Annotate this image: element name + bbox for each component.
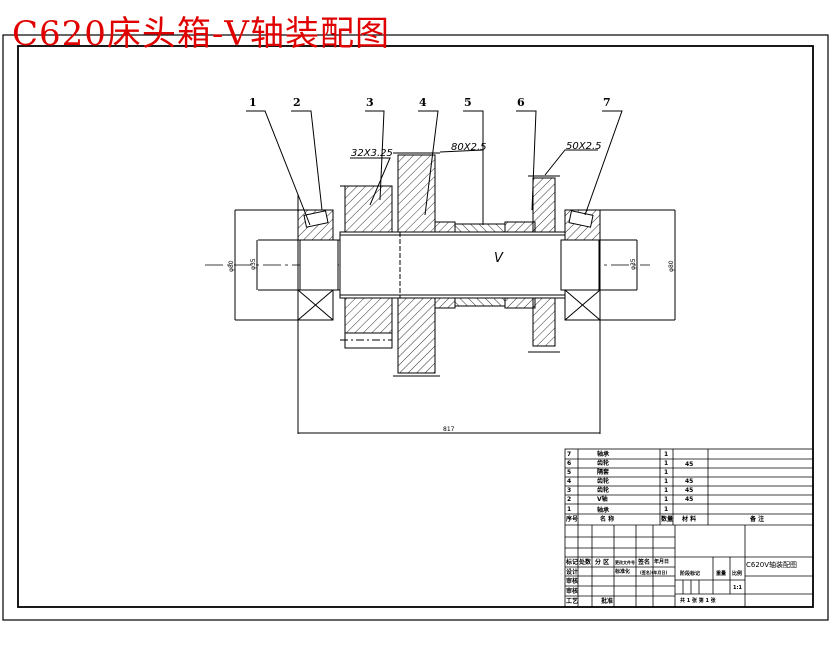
label-date: 年月日 bbox=[654, 559, 670, 565]
label-count: 处数 bbox=[579, 559, 592, 566]
label-approve: 批准 bbox=[601, 598, 614, 605]
part-row-5-no: 5 bbox=[567, 469, 572, 476]
part-row-4-material: 45 bbox=[685, 478, 694, 485]
shaft bbox=[339, 231, 566, 299]
label-weight: 重量 bbox=[716, 571, 727, 577]
part-row-7-no: 7 bbox=[567, 451, 572, 458]
dim-left-inner: φ35 bbox=[250, 258, 257, 270]
gear-6-top bbox=[532, 177, 556, 233]
label-mark: 标记 bbox=[566, 559, 579, 566]
gear-6-spec: 50X2.5 bbox=[566, 141, 601, 152]
label-check: 审核 bbox=[566, 578, 579, 585]
scale-value: 1:1 bbox=[733, 585, 742, 591]
label-standard: 标准化 bbox=[615, 569, 631, 575]
part-row-3-name: 齿轮 bbox=[597, 487, 610, 494]
part-row-2-qty: 1 bbox=[664, 496, 669, 503]
part-row-3-no: 3 bbox=[567, 487, 572, 494]
label-scale: 比例 bbox=[732, 571, 743, 577]
assembly-drawing bbox=[205, 110, 676, 434]
drawing-name: C620V轴装配图 bbox=[746, 561, 798, 569]
spacer-5-top bbox=[454, 223, 506, 233]
part-row-6-no: 6 bbox=[567, 460, 572, 467]
gear-4-bottom bbox=[397, 297, 436, 374]
part-row-6-qty: 1 bbox=[664, 460, 669, 467]
dim-right-outer: φ80 bbox=[668, 260, 675, 272]
gear-3-top bbox=[344, 185, 393, 233]
gear-3-spec: 32X3.25 bbox=[351, 148, 393, 159]
outer-frame bbox=[2, 34, 829, 621]
drawing-title: C620床头箱-V轴装配图 bbox=[12, 14, 390, 54]
part-row-3-qty: 1 bbox=[664, 487, 669, 494]
part-row-1-qty: 1 bbox=[664, 506, 669, 513]
balloon-1: 1 bbox=[249, 96, 257, 109]
part-row-4-qty: 1 bbox=[664, 478, 669, 485]
label-process: 工艺 bbox=[566, 598, 579, 605]
header-remark: 备 注 bbox=[750, 516, 765, 523]
label-review: 审核 bbox=[566, 588, 579, 595]
header-no: 序号 bbox=[566, 516, 579, 523]
dim-right-inner: φ35 bbox=[630, 258, 637, 270]
part-row-4-name: 齿轮 bbox=[597, 478, 610, 485]
inner-frame bbox=[17, 45, 814, 608]
part-row-1-name: 轴承 bbox=[597, 507, 610, 514]
part-row-5-name: 隔套 bbox=[597, 469, 610, 476]
gear-6-bottom bbox=[532, 297, 556, 347]
spacer-5-bottom bbox=[454, 297, 506, 307]
label-stage-mark: 阶段标记 bbox=[680, 571, 701, 577]
label-change-doc: 更改文件号 bbox=[615, 560, 635, 565]
part-row-6-name: 齿轮 bbox=[597, 460, 610, 467]
part-row-4-no: 4 bbox=[567, 478, 572, 485]
parts-list-grid bbox=[564, 448, 814, 608]
part-row-2-no: 2 bbox=[567, 496, 572, 503]
part-row-7-name: 轴承 bbox=[597, 451, 610, 458]
label-design: 设计 bbox=[566, 569, 579, 576]
part-row-3-material: 45 bbox=[685, 487, 694, 494]
balloon-2: 2 bbox=[293, 96, 301, 109]
part-row-2-name: V轴 bbox=[597, 496, 608, 503]
label-zone: 分 区 bbox=[595, 559, 610, 566]
balloon-5: 5 bbox=[464, 96, 472, 109]
balloon-6: 6 bbox=[517, 96, 525, 109]
gear-4-spec: 80X2.5 bbox=[451, 142, 486, 153]
balloon-7: 7 bbox=[603, 96, 611, 109]
part-row-2-material: 45 bbox=[685, 496, 694, 503]
part-row-7-qty: 1 bbox=[664, 451, 669, 458]
part-row-6-material: 45 bbox=[685, 461, 694, 468]
header-qty: 数量 bbox=[661, 516, 674, 523]
header-name: 名 称 bbox=[600, 516, 615, 523]
gear-3-bottom bbox=[344, 297, 393, 334]
header-material: 材 料 bbox=[682, 516, 697, 523]
sheet-count: 共 1 张 第 1 张 bbox=[680, 598, 716, 604]
part-row-5-qty: 1 bbox=[664, 469, 669, 476]
label-sign: 签名 bbox=[638, 559, 651, 566]
part-row-1-no: 1 bbox=[567, 506, 572, 513]
balloon-4: 4 bbox=[419, 96, 427, 109]
gear-4-top bbox=[397, 154, 436, 233]
overall-dimension: 817 bbox=[443, 426, 455, 433]
balloon-3: 3 bbox=[366, 96, 374, 109]
dim-left-outer: φ80 bbox=[228, 260, 235, 272]
shaft-label: V bbox=[494, 251, 504, 266]
label-sign-date: (签名)(年月日) bbox=[640, 570, 668, 575]
